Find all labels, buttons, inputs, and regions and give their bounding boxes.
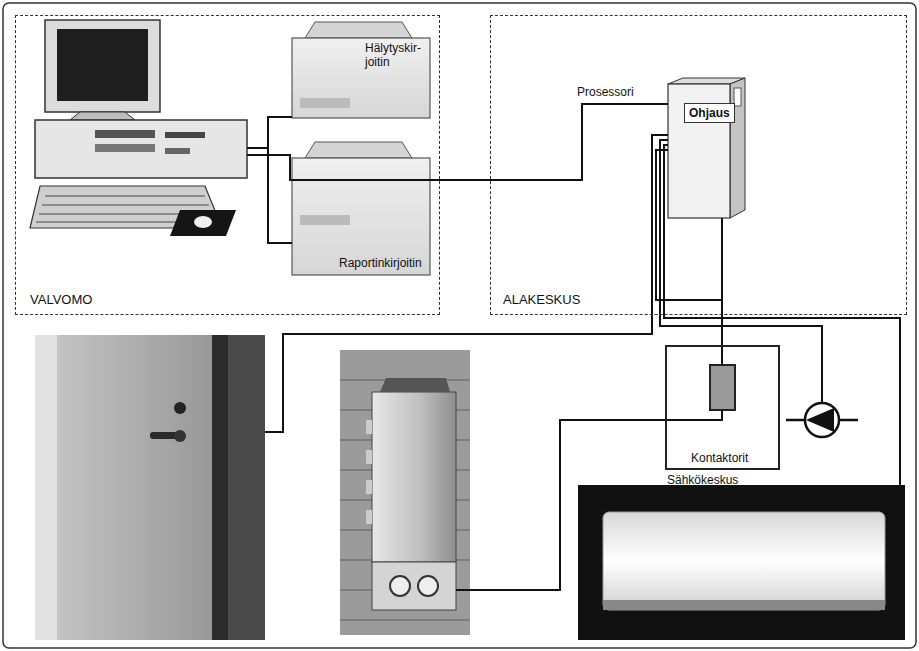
lamp-photo-part (603, 512, 885, 610)
processor-cabinet-illustration (668, 78, 745, 218)
computer-illustration-part (165, 132, 205, 138)
sauna-heater-photo-part (372, 562, 456, 610)
computer-illustration-part (35, 120, 247, 178)
alarm-printer-illustration-part (300, 98, 350, 108)
door-photo-part (174, 402, 186, 414)
outer-frame-part (3, 3, 916, 648)
outer-frame (3, 3, 916, 648)
pump-symbol (786, 403, 858, 437)
signal-wires-part (268, 117, 292, 243)
pump-symbol-part (805, 403, 839, 437)
pump-symbol-part (806, 408, 834, 432)
door-photo-part (35, 335, 57, 640)
signal-wires-part (265, 135, 668, 432)
component-label: Ohjaus (689, 106, 730, 120)
region-label: VALVOMO (30, 293, 92, 307)
report-printer-illustration-part (300, 215, 350, 225)
computer-illustration-part (70, 112, 135, 120)
computer-illustration-part (165, 148, 190, 154)
door-photo (35, 335, 265, 640)
region-label: ALAKESKUS (503, 293, 580, 307)
sauna-heater-photo-part (390, 576, 410, 596)
sauna-heater-photo-part (340, 380, 470, 620)
substation-region: ALAKESKUSProsessoriOhjaus (490, 15, 907, 315)
computer-illustration-part (170, 210, 236, 236)
report-printer-illustration-part (305, 142, 412, 158)
signal-wires (247, 104, 900, 590)
door-photo-part (174, 430, 186, 442)
computer-illustration-part (194, 216, 212, 228)
signal-connector (721, 219, 723, 345)
signal-wires-part (664, 145, 900, 485)
door-photo-part (228, 335, 265, 640)
signal-wires-part (247, 104, 668, 180)
switchboard-box: KontaktoritSähkökeskus (665, 345, 780, 470)
report-printer-illustration (292, 142, 430, 275)
control-unit-box: Ohjaus (684, 103, 735, 123)
pump-symbol-part (786, 419, 805, 422)
computer-illustration-part (57, 29, 148, 101)
computer-illustration-part (45, 20, 160, 112)
door-photo-part (212, 335, 228, 640)
sauna-heater-photo-part (340, 350, 470, 635)
signal-wires-part (247, 147, 268, 149)
component-label: Kontaktorit (691, 451, 748, 465)
alarm-printer-illustration (292, 22, 430, 118)
component-label: Prosessori (577, 85, 634, 99)
signal-wires-part (656, 150, 722, 300)
sauna-heater-photo-part (372, 392, 456, 562)
sauna-heater-photo-part (418, 576, 438, 596)
switchboard-contactor-part (721, 345, 723, 365)
computer-illustration-part (95, 130, 155, 138)
report-printer-illustration-part (292, 158, 430, 275)
device-label: Raportinkirjoitin (339, 256, 422, 270)
processor-cabinet-illustration-part (734, 88, 741, 106)
signal-wires-part (660, 140, 822, 403)
processor-cabinet-illustration-part (730, 78, 745, 218)
alarm-printer: Hälytyskir- joitin (289, 21, 433, 121)
switchboard-contactor (710, 345, 735, 410)
report-printer: Raportinkirjoitin (289, 141, 433, 276)
signal-wires-part (456, 410, 722, 590)
sauna-heater-photo-part (366, 480, 372, 494)
lamp-photo-part (578, 485, 905, 640)
lamp-photo-part (603, 600, 885, 610)
sauna-heater-photo-part (366, 420, 372, 434)
alarm-printer-illustration-part (292, 38, 430, 118)
alarm-printer-illustration-part (305, 22, 412, 38)
computer-illustration (30, 20, 247, 236)
device-label: Hälytyskir- joitin (365, 41, 421, 69)
sauna-heater-photo-part (366, 450, 372, 464)
control-room-region: VALVOMO Hälytyskir- joitinRaportinkirjoit… (15, 15, 440, 315)
sauna-heater-photo-part (366, 510, 372, 524)
processor-cabinet: ProsessoriOhjaus (669, 79, 746, 219)
box-heading: Sähkökeskus (667, 473, 738, 487)
lamp-photo (578, 485, 905, 640)
sauna-heater-photo-part (380, 378, 450, 392)
pump-symbol-part (839, 419, 858, 422)
door-photo-part (35, 335, 265, 640)
computer-illustration-part (95, 144, 155, 152)
sauna-heater-photo (340, 350, 470, 635)
switchboard-contactor-part (710, 365, 735, 410)
